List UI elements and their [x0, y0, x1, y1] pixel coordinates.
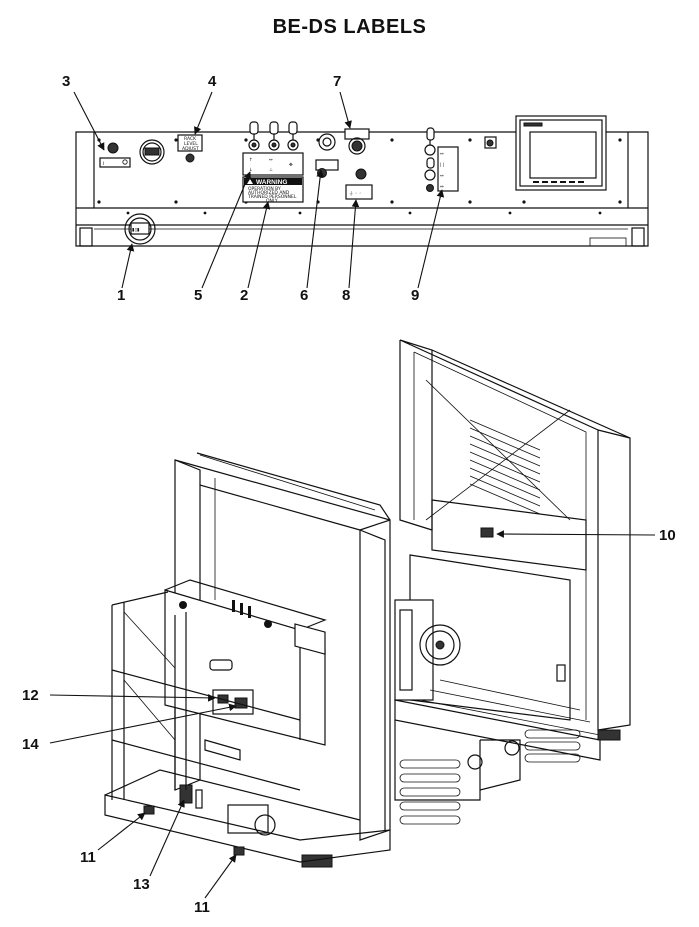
front-guard-rail	[111, 591, 301, 800]
clamp-mechanism	[394, 599, 461, 701]
warning-line-1: OPERATION BY	[248, 186, 281, 192]
svg-text:| |: | |	[440, 162, 444, 168]
machine-isometric-view	[104, 339, 631, 868]
svg-text:I: I	[103, 161, 104, 167]
main-power-connector-icon: ▮▯▮	[124, 213, 156, 245]
callout-7: 7	[333, 73, 341, 90]
vertical-levers: ↔ | | ↔ ⇔	[424, 127, 459, 192]
callout-5: 5	[194, 287, 202, 304]
rack-level-adjust-label: RACK LEVEL ADJUST	[177, 134, 203, 163]
callout-1: 1	[117, 287, 125, 304]
vent-grille	[469, 419, 541, 515]
warning-heading: WARNING	[256, 179, 287, 186]
callout-2: 2	[240, 287, 248, 304]
button-label	[315, 159, 339, 178]
svg-text:↓: ↓	[249, 167, 253, 173]
bottom-callouts: 10 12 14 11 13 11	[22, 527, 676, 916]
callout-9: 9	[411, 287, 419, 304]
reset-button-label: ⏚ ◦ ◦	[345, 168, 373, 200]
rear-label-10	[480, 527, 494, 538]
warning-line-2: AUTHORIZED AND	[248, 190, 290, 196]
svg-text:⇔: ⇔	[440, 185, 444, 190]
warning-label: WARNING OPERATION BY AUTHORIZED AND TRAI…	[242, 176, 304, 204]
control-panel-front-view: I RACK LEVEL ADJUST	[75, 115, 649, 247]
svg-text:✥: ✥	[289, 162, 293, 168]
callout-6: 6	[300, 287, 308, 304]
rack-label-line-2: LEVEL	[184, 141, 198, 147]
gear-icon	[484, 136, 497, 149]
svg-text:⏚ ◦ ◦: ⏚ ◦ ◦	[349, 190, 362, 197]
callout-14: 14	[22, 736, 39, 753]
front-base	[104, 739, 391, 863]
svg-text:↔: ↔	[440, 152, 444, 157]
round-button-icon	[318, 133, 336, 151]
page-title: BE-DS LABELS	[272, 16, 427, 38]
top-callouts: 3 4 7 1 5 2 6 8 9	[62, 73, 445, 304]
svg-text:↔: ↔	[269, 158, 273, 163]
joystick-levers	[248, 121, 299, 151]
operator-console	[164, 579, 327, 746]
svg-text:⊥: ⊥	[269, 167, 273, 173]
key-switch-icon: I	[99, 142, 131, 168]
svg-text:↔: ↔	[440, 174, 444, 179]
rack-label-line-3: ADJUST	[182, 146, 199, 152]
callout-8: 8	[342, 287, 350, 304]
callout-11-bottom: 11	[194, 899, 210, 916]
warning-line-3: TRAINED PERSONNEL	[247, 194, 297, 200]
emergency-stop-icon	[344, 128, 370, 155]
roller-conveyor	[394, 679, 601, 825]
svg-text:↑: ↑	[249, 157, 253, 163]
round-connector-icon	[139, 139, 165, 165]
callout-3: 3	[62, 73, 70, 90]
touchscreen-display	[515, 115, 607, 191]
rack-label-line-1: RACK	[184, 136, 197, 142]
callout-4: 4	[208, 73, 217, 90]
callout-11-left: 11	[80, 849, 96, 866]
warning-line-4: ONLY	[266, 198, 278, 204]
callout-10: 10	[659, 527, 676, 544]
callout-12: 12	[22, 687, 39, 704]
callout-13: 13	[133, 876, 150, 893]
svg-text:▮▯▮: ▮▯▮	[132, 228, 140, 233]
lever-direction-label: ↑ ↓ ↔ ⊥ ✥	[242, 152, 304, 176]
